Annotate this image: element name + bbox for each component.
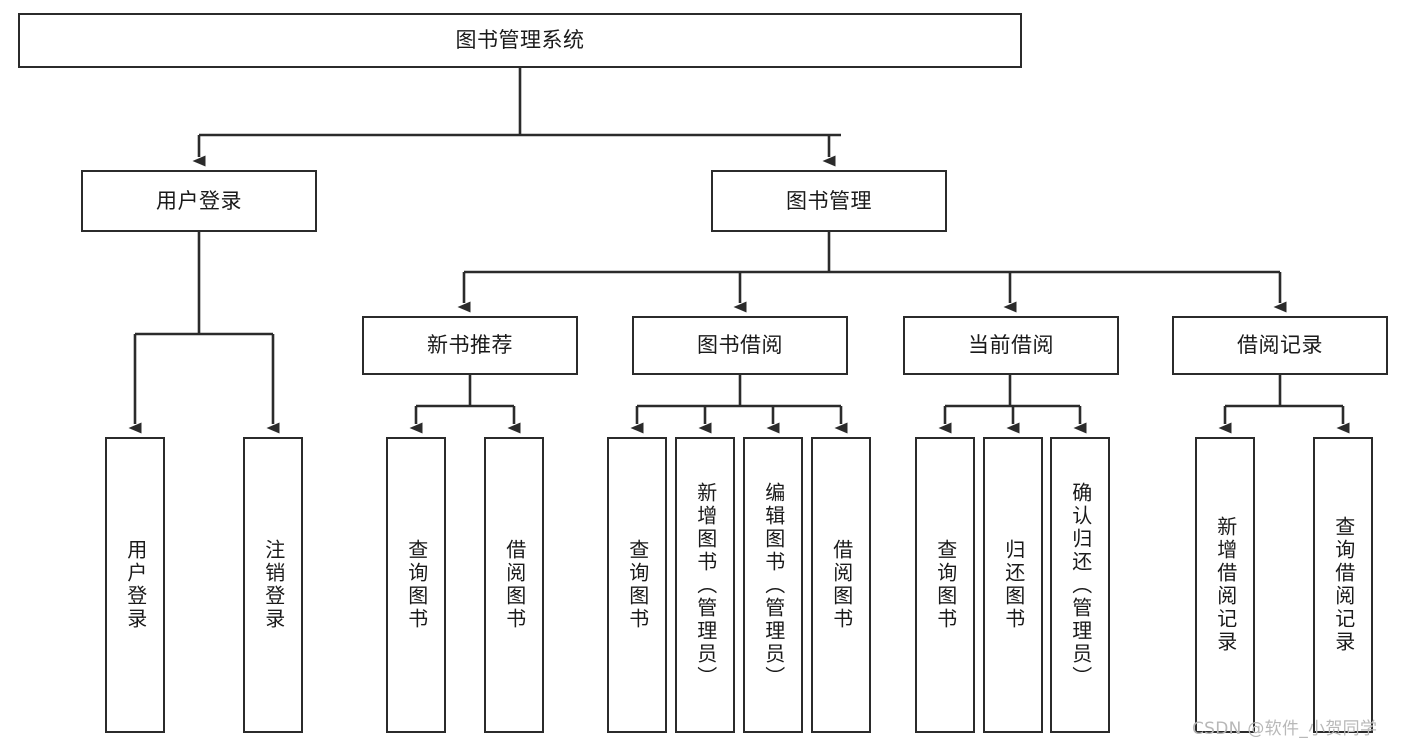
leaf-edit-book-admin[interactable]: 编辑图书（管理员） bbox=[743, 437, 803, 733]
leaf-query-book-borrow[interactable]: 查询图书 bbox=[607, 437, 667, 733]
node-root-label: 图书管理系统 bbox=[455, 28, 585, 53]
node-root[interactable]: 图书管理系统 bbox=[18, 13, 1022, 68]
leaf-borrow-book[interactable]: 借阅图书 bbox=[811, 437, 871, 733]
leaf-add-borrow-record-label: 新增借阅记录 bbox=[1213, 516, 1238, 654]
node-book-borrow-label: 图书借阅 bbox=[697, 333, 783, 358]
leaf-add-book-admin-label: 新增图书（管理员） bbox=[693, 481, 718, 689]
node-book-management[interactable]: 图书管理 bbox=[711, 170, 947, 232]
node-book-borrow[interactable]: 图书借阅 bbox=[632, 316, 848, 375]
node-borrow-records-label: 借阅记录 bbox=[1237, 333, 1323, 358]
leaf-query-book-newbook[interactable]: 查询图书 bbox=[386, 437, 446, 733]
leaf-return-book[interactable]: 归还图书 bbox=[983, 437, 1043, 733]
node-new-book-recommend-label: 新书推荐 bbox=[427, 333, 513, 358]
leaf-add-borrow-record[interactable]: 新增借阅记录 bbox=[1195, 437, 1255, 733]
node-current-borrow[interactable]: 当前借阅 bbox=[903, 316, 1119, 375]
leaf-user-login-label: 用户登录 bbox=[123, 539, 148, 631]
leaf-edit-book-admin-label: 编辑图书（管理员） bbox=[761, 481, 786, 689]
leaf-query-book-current-label: 查询图书 bbox=[933, 539, 958, 631]
leaf-query-book-current[interactable]: 查询图书 bbox=[915, 437, 975, 733]
edges bbox=[128, 68, 1350, 434]
node-user-login[interactable]: 用户登录 bbox=[81, 170, 317, 232]
leaf-user-login[interactable]: 用户登录 bbox=[105, 437, 165, 733]
leaf-query-book-borrow-label: 查询图书 bbox=[625, 539, 650, 631]
leaf-add-book-admin[interactable]: 新增图书（管理员） bbox=[675, 437, 735, 733]
leaf-logout[interactable]: 注销登录 bbox=[243, 437, 303, 733]
leaf-confirm-return-admin[interactable]: 确认归还（管理员） bbox=[1050, 437, 1110, 733]
node-borrow-records[interactable]: 借阅记录 bbox=[1172, 316, 1388, 375]
leaf-borrow-book-newbook[interactable]: 借阅图书 bbox=[484, 437, 544, 733]
leaf-return-book-label: 归还图书 bbox=[1001, 539, 1026, 631]
leaf-borrow-book-newbook-label: 借阅图书 bbox=[502, 539, 527, 631]
leaf-confirm-return-admin-label: 确认归还（管理员） bbox=[1068, 481, 1093, 689]
node-new-book-recommend[interactable]: 新书推荐 bbox=[362, 316, 578, 375]
leaf-query-book-newbook-label: 查询图书 bbox=[404, 539, 429, 631]
node-user-login-label: 用户登录 bbox=[156, 188, 242, 213]
leaf-borrow-book-label: 借阅图书 bbox=[829, 539, 854, 631]
node-book-management-label: 图书管理 bbox=[786, 188, 872, 213]
leaf-logout-label: 注销登录 bbox=[261, 539, 286, 631]
leaf-query-borrow-record[interactable]: 查询借阅记录 bbox=[1313, 437, 1373, 733]
node-current-borrow-label: 当前借阅 bbox=[968, 333, 1054, 358]
leaf-query-borrow-record-label: 查询借阅记录 bbox=[1331, 516, 1356, 654]
